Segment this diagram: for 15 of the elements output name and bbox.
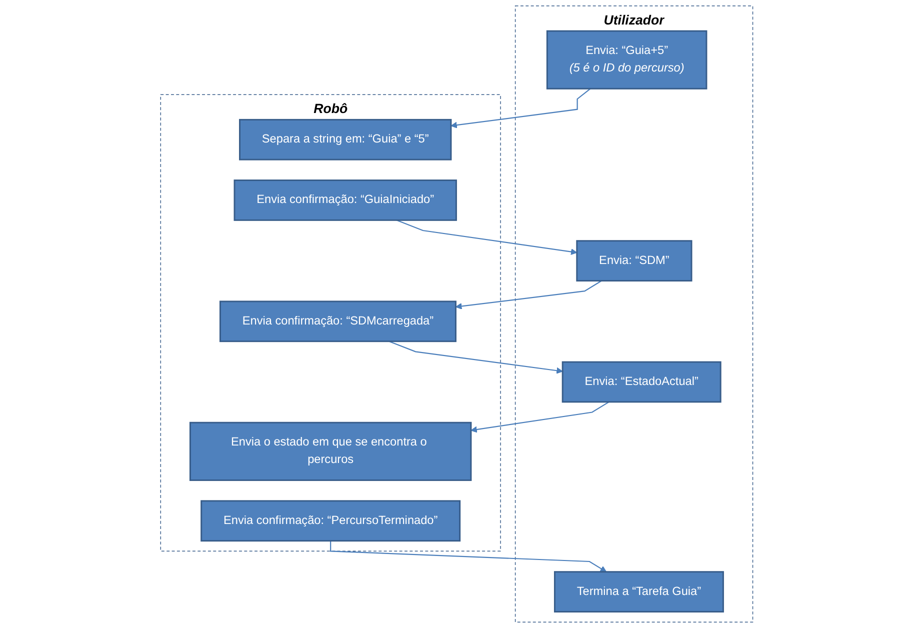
node-box: Envia confirmação: “SDMcarregada” (219, 300, 456, 342)
node-box: Envia: “SDM” (576, 240, 692, 282)
arrow (330, 540, 606, 572)
arrow (470, 401, 610, 433)
node-box: Envia o estado em que se encontra o percuros (189, 422, 472, 481)
arrow (455, 280, 602, 310)
node-box: Separa a string em: “Guia” e “5” (238, 118, 452, 160)
node-box: Envia confirmação: “GuiaIniciado” (234, 180, 457, 221)
node-box: Envia confirmação: “PercursoTerminado” (200, 500, 460, 542)
node-box: Envia: “Guia+5” (5 é o ID do percurso) (546, 30, 707, 90)
arrow (396, 220, 577, 255)
arrow (388, 340, 563, 374)
node-box: Termina a “Tarefa Guia” (554, 571, 724, 612)
node-box: Envia: “EstadoActual” (562, 361, 722, 403)
arrow (450, 88, 590, 128)
